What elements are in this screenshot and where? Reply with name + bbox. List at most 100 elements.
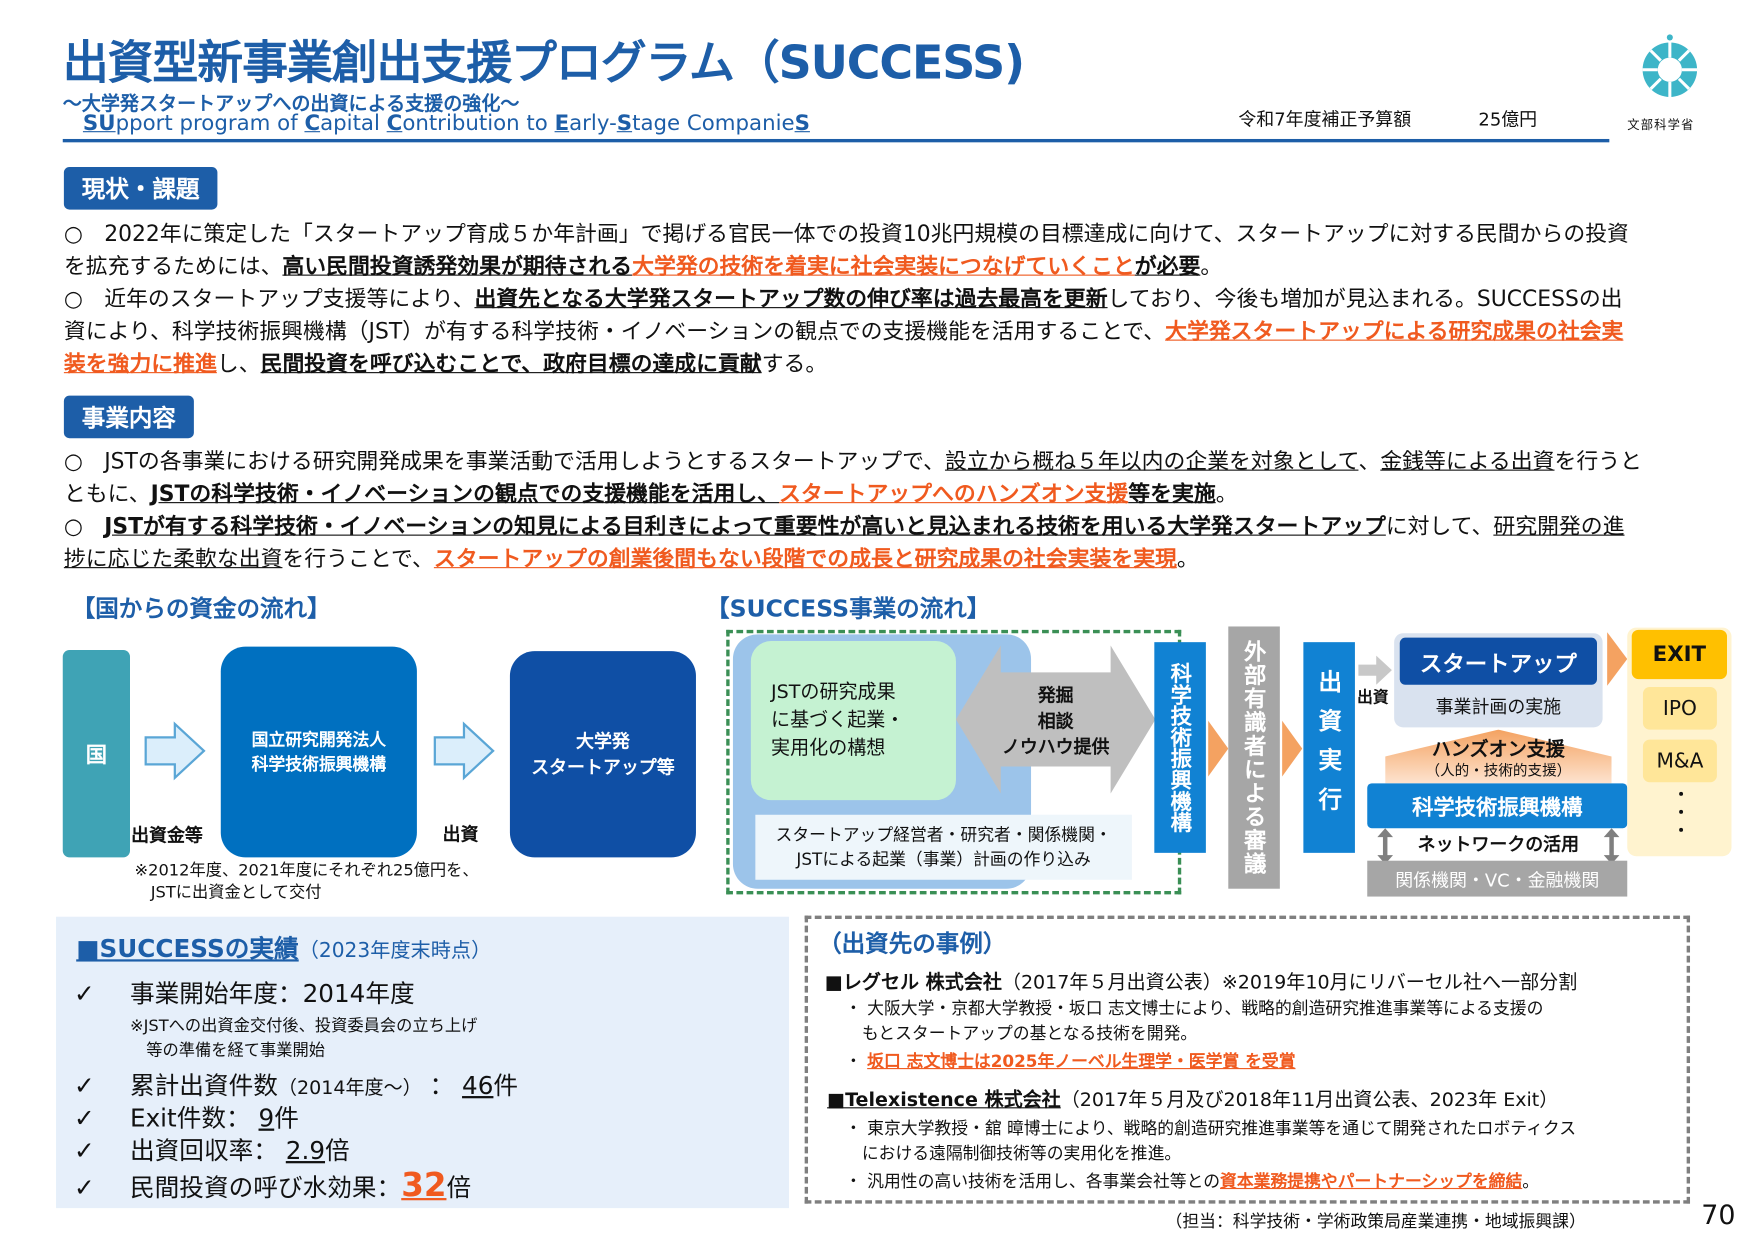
english-name-part: arly- bbox=[569, 110, 617, 136]
status-item-2: 近年のスタートアップ支援等により、出資先となる大学発スタートアップ数の伸び率は過… bbox=[64, 286, 1624, 377]
results-heading: ■SUCCESSの実績（2023年度末時点） bbox=[76, 935, 492, 964]
cases-panel bbox=[804, 915, 1691, 1204]
jst-agency-box: 国立研究開発法人 科学技術振興機構 bbox=[220, 646, 417, 858]
check-icon: ✓ bbox=[73, 1105, 95, 1134]
jst-support-box: 科学技術振興機構 bbox=[1367, 783, 1628, 829]
text-run: 、 bbox=[1358, 448, 1381, 475]
updown-arrow-icon bbox=[1603, 828, 1620, 865]
jst-vertical-box: 科学技術振興機構 bbox=[1154, 642, 1206, 853]
results-panel bbox=[56, 916, 789, 1209]
text-run: 出資先となる大学発スタートアップ数の伸び率は過去最高を更新 bbox=[474, 285, 1108, 312]
text-run: が必要 bbox=[1134, 253, 1201, 280]
case2-title: ■Telexistence 株式会社（2017年５月及び2018年11月出資公表… bbox=[827, 1089, 1559, 1112]
business-item-1: JSTの各事業における研究開発成果を事業活動で活用しようとするスタートアップで、… bbox=[64, 448, 1642, 506]
concept-box: JSTの研究成果 に基づく起業・ 実用化の構想 bbox=[750, 641, 956, 801]
double-arrow-icon bbox=[955, 645, 1156, 794]
budget-label: 令和7年度補正予算額 bbox=[1238, 108, 1412, 131]
bullet-icon: ○ bbox=[63, 513, 83, 540]
result-item-recovery: ✓出資回収率： 2.9倍 bbox=[73, 1137, 350, 1166]
english-name-part: pport program of bbox=[115, 110, 305, 136]
planning-box: スタートアップ経営者・研究者・関係機関・ JSTによる起業（事業）計画の作り込み bbox=[755, 814, 1132, 880]
chevron-right-icon bbox=[1208, 720, 1229, 777]
page-number: 70 bbox=[1701, 1199, 1736, 1231]
text-run: する。 bbox=[761, 350, 828, 377]
english-name-part: S bbox=[794, 110, 810, 136]
check-icon: ✓ bbox=[73, 980, 95, 1009]
handson-sub: （人的・技術的支援） bbox=[1425, 762, 1572, 780]
text-run: 大学発の技術を着実に社会実装につなげていくこと bbox=[632, 253, 1135, 280]
text-run: に対して、 bbox=[1385, 513, 1494, 540]
handson-arrow-icon bbox=[1385, 729, 1612, 784]
title-rule bbox=[62, 138, 1610, 143]
arrow-right-icon bbox=[433, 721, 495, 781]
support-arrow-text: 発掘 相談 ノウハウ提供 bbox=[1001, 684, 1110, 758]
success-flow-title: 【SUCCESS事業の流れ】 bbox=[706, 595, 991, 622]
status-item-1: 2022年に策定した「スタートアップ育成５か年計画」で掲げる官民一体での投資10… bbox=[64, 221, 1629, 279]
text-run: JSTの各事業における研究開発成果を事業活動で活用しようとするスタートアップで、 bbox=[104, 448, 945, 475]
cases-heading: （出資先の事例） bbox=[818, 930, 1007, 958]
english-name-part: S bbox=[616, 110, 633, 136]
text-run: 設立から概ね５年以内の企業を対象として bbox=[944, 448, 1359, 475]
result-item-exit: ✓Exit件数： 9件 bbox=[73, 1105, 299, 1134]
arrow-right-icon bbox=[144, 721, 206, 781]
result-item-leverage: ✓民間投資の呼び水効果：32倍 bbox=[73, 1165, 472, 1204]
updown-arrow-icon bbox=[1377, 828, 1394, 865]
case1-title: ■レグセル 株式会社（2017年５月出資公表）※2019年10月にリバーセル社へ… bbox=[824, 971, 1578, 995]
more-dots: ・ ・ ・ bbox=[1673, 786, 1689, 841]
invest-small-label: 出資 bbox=[1357, 689, 1389, 708]
case2-bullet-1: ・ 東京大学教授・舘 暲博士により、戦略的創造研究推進事業等を通じて開発されたロ… bbox=[845, 1118, 1577, 1164]
check-icon: ✓ bbox=[73, 1137, 95, 1166]
ipo-box: IPO bbox=[1642, 686, 1717, 730]
text-run: 等を実施 bbox=[1128, 480, 1216, 507]
text-run: を行うとともに、 bbox=[63, 448, 1642, 507]
budget: 令和7年度補正予算額 25億円 bbox=[1238, 104, 1537, 131]
status-paragraphs: ○2022年に策定した「スタートアップ育成５か年計画」で掲げる官民一体での投資1… bbox=[64, 217, 1644, 380]
budget-value: 25億円 bbox=[1478, 108, 1538, 131]
text-run: 研究開発の進捗に応じた柔軟な出資 bbox=[63, 513, 1625, 572]
text-run: JSTの科学技術・イノベーションの観点での支援機能を活用し、 bbox=[150, 480, 780, 507]
arrow-right-icon bbox=[1358, 655, 1392, 685]
check-icon: ✓ bbox=[73, 1174, 95, 1203]
invest-vertical-box: 出資実行 bbox=[1303, 642, 1355, 853]
page-subtitle: ～大学発スタートアップへの出資による支援の強化～ bbox=[62, 93, 520, 116]
english-name-part: C bbox=[386, 110, 403, 136]
business-paragraphs: ○ JSTの各事業における研究開発成果を事業活動で活用しようとするスタートアップで… bbox=[64, 445, 1644, 575]
country-box: 国 bbox=[62, 650, 131, 858]
business-item-2: JSTが有する科学技術・イノベーションの知見による目利きによって重要性が高いと見… bbox=[64, 513, 1625, 571]
chevron-right-icon bbox=[1607, 632, 1628, 686]
handson-label: ハンズオン支援 bbox=[1431, 737, 1565, 761]
case1-bullet-1: ・ 大阪大学・京都大学教授・坂口 志文博士により、戦略的創造研究推進事業等による… bbox=[845, 998, 1544, 1044]
text-run: 高い民間投資誘発効果が期待される bbox=[282, 253, 633, 280]
result-item-count: ✓累計出資件数（2014年度～） ： 46件 bbox=[73, 1072, 519, 1101]
section-heading-status: 現状・課題 bbox=[63, 166, 218, 210]
english-name-part: E bbox=[554, 110, 570, 136]
text-run: 民間投資を呼び込むことで、政府目標の達成に貢献 bbox=[260, 350, 762, 377]
english-name-part: SU bbox=[82, 110, 116, 136]
page-title: 出資型新事業創出支援プログラム（SUCCESS) bbox=[62, 35, 1025, 90]
text-run: 金銭等による出資 bbox=[1380, 448, 1555, 475]
startup-box: 大学発 スタートアップ等 bbox=[509, 651, 696, 858]
flow-label-capital: 出資金等 bbox=[131, 824, 203, 847]
text-run: 大学発スタートアップによる研究成果の社会実装を強力に推進 bbox=[63, 318, 1624, 377]
english-name-part: C bbox=[304, 110, 321, 136]
english-name-part: ontribution to bbox=[402, 110, 555, 136]
partners-box: 関係機関・VC・金融機関 bbox=[1367, 860, 1628, 897]
ministry-logo-icon bbox=[1642, 34, 1698, 97]
case2-bullet-2: ・ 汎用性の高い技術を活用し、各事業会社等との資本業務提携やパートナーシップを締… bbox=[845, 1171, 1540, 1192]
text-run: を行うことで、 bbox=[282, 545, 434, 572]
text-run: し、 bbox=[216, 350, 261, 377]
funding-note: ※2012年度、2021年度にそれぞれ25億円を、 JSTに出資金として交付 bbox=[134, 861, 479, 903]
result-start-note: ※JSTへの出資金交付後、投資委員会の立ち上げ 等の準備を経て事業開始 bbox=[130, 1017, 478, 1061]
case1-bullet-2: ・ 坂口 志文博士は2025年ノーベル生理学・医学賞 を受賞 bbox=[845, 1051, 1296, 1072]
text-run: 。 bbox=[1176, 545, 1199, 572]
ma-box: M&A bbox=[1642, 739, 1717, 783]
review-vertical-box: 外部有識者による審議 bbox=[1228, 626, 1280, 889]
english-name-part: tage Companie bbox=[632, 110, 795, 136]
text-run: スタートアップへのハンズオン支援 bbox=[779, 480, 1129, 507]
text-run: JSTが有する科学技術・イノベーションの知見による目利きによって重要性が高いと見… bbox=[104, 513, 1386, 540]
chevron-right-icon bbox=[1282, 720, 1303, 777]
text-run: スタートアップの創業後間もない段階での成長と研究成果の社会実装を実現 bbox=[433, 545, 1177, 572]
section-heading-business: 事業内容 bbox=[63, 395, 194, 439]
startup-card-title: スタートアップ bbox=[1399, 637, 1597, 685]
